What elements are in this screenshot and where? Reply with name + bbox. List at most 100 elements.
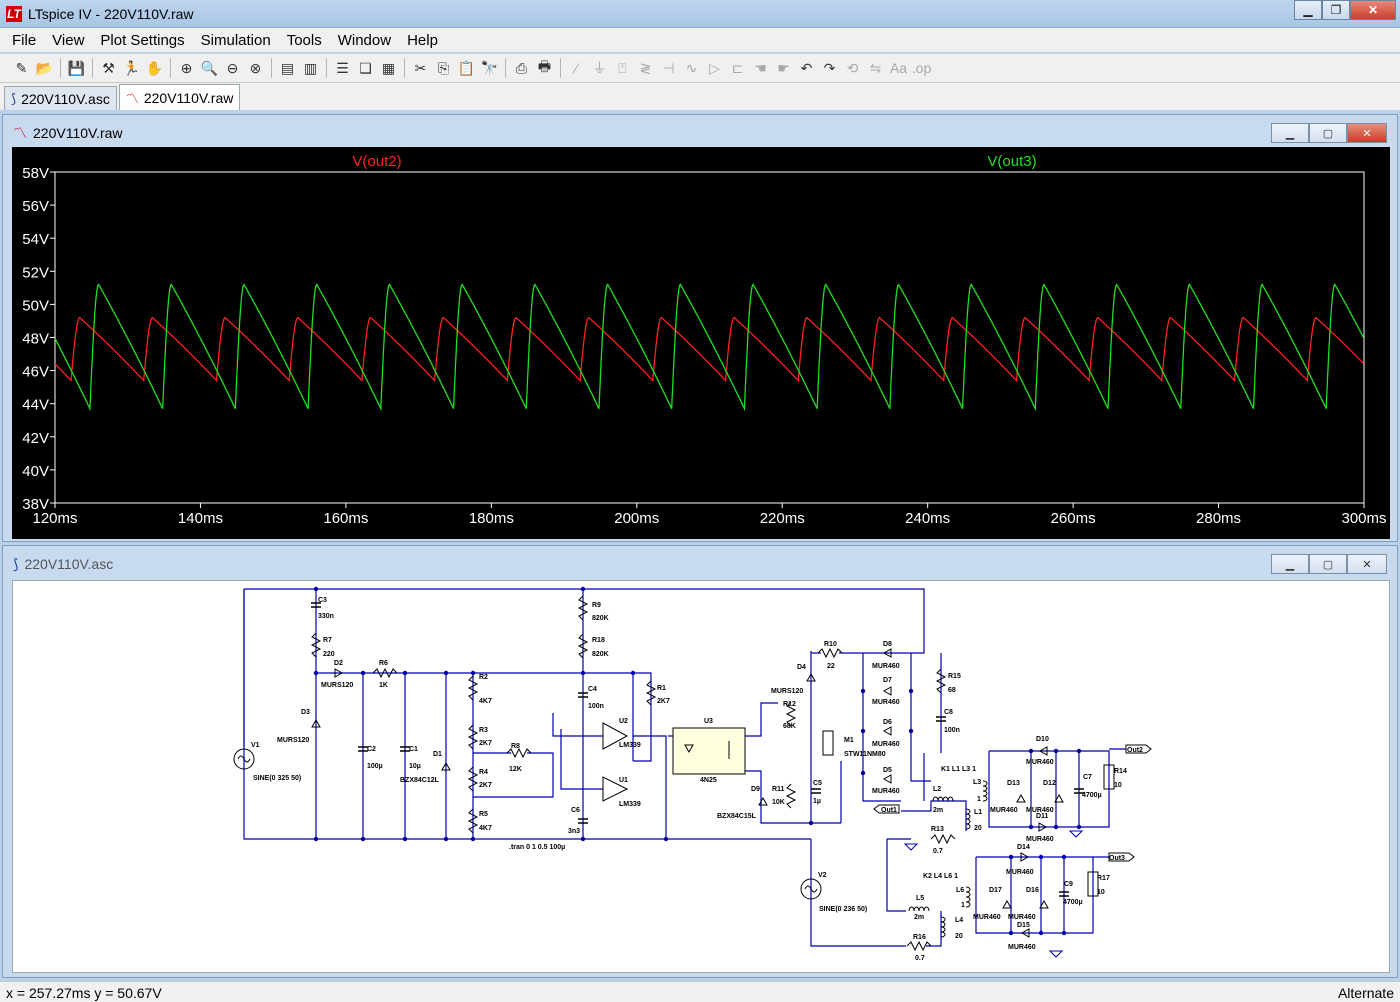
plot-maximize-button[interactable]: ▢: [1309, 123, 1347, 143]
paste-icon[interactable]: 📋: [457, 59, 476, 76]
zoom-fit-icon[interactable]: ⊗: [249, 59, 262, 76]
inductor-symbol: [940, 916, 946, 938]
wire-icon[interactable]: ∕: [575, 60, 578, 76]
component-label: L4: [955, 917, 963, 924]
y-tick-label: 44V: [22, 397, 49, 414]
junction-dot: [1008, 930, 1014, 936]
menu-tools[interactable]: Tools: [286, 31, 322, 49]
label-net-icon[interactable]: ⍞: [618, 59, 627, 76]
zoom-in-icon[interactable]: ⊕: [180, 59, 193, 76]
schematic-minimize-button[interactable]: ▁: [1271, 554, 1309, 574]
pan-hand-icon[interactable]: ✋: [145, 59, 164, 76]
maximize-button[interactable]: ❐: [1322, 0, 1350, 20]
autorange-icon[interactable]: ▤: [280, 59, 295, 76]
save-icon[interactable]: 💾: [67, 59, 86, 76]
status-bar: x = 257.27ms y = 50.67V Alternate: [0, 981, 1400, 1002]
rotate-icon[interactable]: ⟲: [846, 59, 859, 76]
cut-icon[interactable]: ✂: [414, 59, 427, 76]
move-hand-icon[interactable]: ☚: [754, 59, 767, 76]
junction-dot: [908, 728, 914, 734]
wire: [745, 702, 778, 737]
y-tick-label: 54V: [22, 231, 49, 248]
minimize-button[interactable]: ▁: [1294, 0, 1322, 20]
inductor-icon[interactable]: ∿: [685, 59, 698, 76]
menu-simulation[interactable]: Simulation: [200, 31, 271, 49]
cascade-icon[interactable]: ❏: [359, 59, 372, 76]
undo-icon[interactable]: ↶: [800, 59, 813, 76]
component-icon[interactable]: ⊏: [731, 59, 744, 76]
component-label: SINE(0 325 50): [253, 775, 301, 782]
junction-dot: [580, 586, 586, 592]
series-line-0: [54, 316, 1365, 383]
component-label: C1: [409, 746, 418, 753]
component-label: 820K: [592, 651, 609, 658]
menu-file[interactable]: File: [12, 31, 37, 49]
find-binoculars-icon[interactable]: 🔭: [480, 59, 499, 76]
schematic-maximize-button[interactable]: ▢: [1309, 554, 1347, 574]
wire: [316, 672, 474, 839]
fft-icon[interactable]: ▥: [303, 59, 318, 76]
ground-icon[interactable]: ⏚: [592, 60, 607, 76]
component-label: L2: [933, 786, 941, 793]
capacitor-icon[interactable]: ⊣: [662, 59, 675, 76]
new-schematic-icon[interactable]: ✎: [15, 59, 28, 76]
plot-window-header: 〽 220V110V.raw: [3, 115, 1397, 151]
mirror-icon[interactable]: ⇋: [869, 59, 882, 76]
print-setup-icon[interactable]: ⎙: [515, 59, 528, 76]
component-label: L3: [973, 779, 981, 786]
toolbar: ✎ 📂 💾 ⚒ 🏃 ✋ ⊕ 🔍 ⊖ ⊗ ▤ ▥ ☰ ❏ ▦ ✂ ⎘ 📋 🔭 ⎙ …: [0, 53, 1400, 83]
diode-icon[interactable]: ▷: [709, 59, 720, 76]
inductor-symbol: [908, 906, 930, 912]
junction-dot: [1028, 748, 1034, 754]
junction-dot: [360, 670, 366, 676]
open-folder-icon[interactable]: 📂: [35, 59, 54, 76]
component-label: MUR460: [990, 807, 1018, 814]
plot-close-button[interactable]: ✕: [1347, 123, 1387, 143]
schematic-close-button[interactable]: ✕: [1347, 554, 1387, 574]
junction-dot: [630, 670, 636, 676]
tile-horizontal-icon[interactable]: ☰: [336, 59, 349, 76]
resistor-symbol: [906, 940, 932, 952]
series-line-1: [54, 283, 1365, 412]
tab-schematic[interactable]: ⟆ 220V110V.asc: [4, 86, 117, 110]
plot-minimize-button[interactable]: ▁: [1271, 123, 1309, 143]
menu-window[interactable]: Window: [337, 31, 392, 49]
menu-help[interactable]: Help: [407, 31, 438, 49]
copy-icon[interactable]: ⎘: [437, 59, 450, 76]
resistor-symbol: [645, 680, 657, 706]
drag-hand-icon[interactable]: ☛: [777, 59, 790, 76]
spice-directive-icon[interactable]: .op: [911, 60, 932, 76]
y-tick-label: 48V: [22, 331, 49, 348]
menu-view[interactable]: View: [52, 31, 85, 49]
menu-plot-settings[interactable]: Plot Settings: [100, 31, 185, 49]
resistor-r17-symbol: [1087, 871, 1099, 897]
junction-dot: [1038, 930, 1044, 936]
redo-icon[interactable]: ↷: [823, 59, 836, 76]
resistor-icon[interactable]: ≷: [639, 59, 652, 76]
close-button[interactable]: ✕: [1350, 0, 1396, 20]
component-label: C7: [1083, 774, 1092, 781]
print-icon[interactable]: 🖶: [537, 58, 552, 74]
junction-dot: [1061, 930, 1067, 936]
legend-label: V(out3): [987, 153, 1036, 170]
component-label: D17: [989, 887, 1002, 894]
component-label: D11: [1036, 813, 1049, 820]
zoom-area-icon[interactable]: 🔍: [200, 59, 219, 76]
component-label: R4: [479, 769, 488, 776]
tab-label: 220V110V.asc: [21, 90, 110, 107]
x-tick-label: 160ms: [323, 510, 368, 527]
run-icon[interactable]: 🏃: [122, 59, 141, 76]
tab-waveform[interactable]: 〽 220V110V.raw: [118, 84, 241, 110]
tile-vertical-icon[interactable]: ▦: [381, 59, 396, 76]
zoom-out-icon[interactable]: ⊖: [226, 59, 239, 76]
wire: [988, 750, 1110, 828]
control-panel-icon[interactable]: ⚒: [102, 59, 115, 76]
text-icon[interactable]: Aa: [889, 60, 908, 76]
component-label: R10: [824, 641, 837, 648]
component-label: 4700µ: [1063, 899, 1083, 906]
component-label: 1: [977, 796, 981, 803]
diode-symbol: [1002, 899, 1012, 909]
